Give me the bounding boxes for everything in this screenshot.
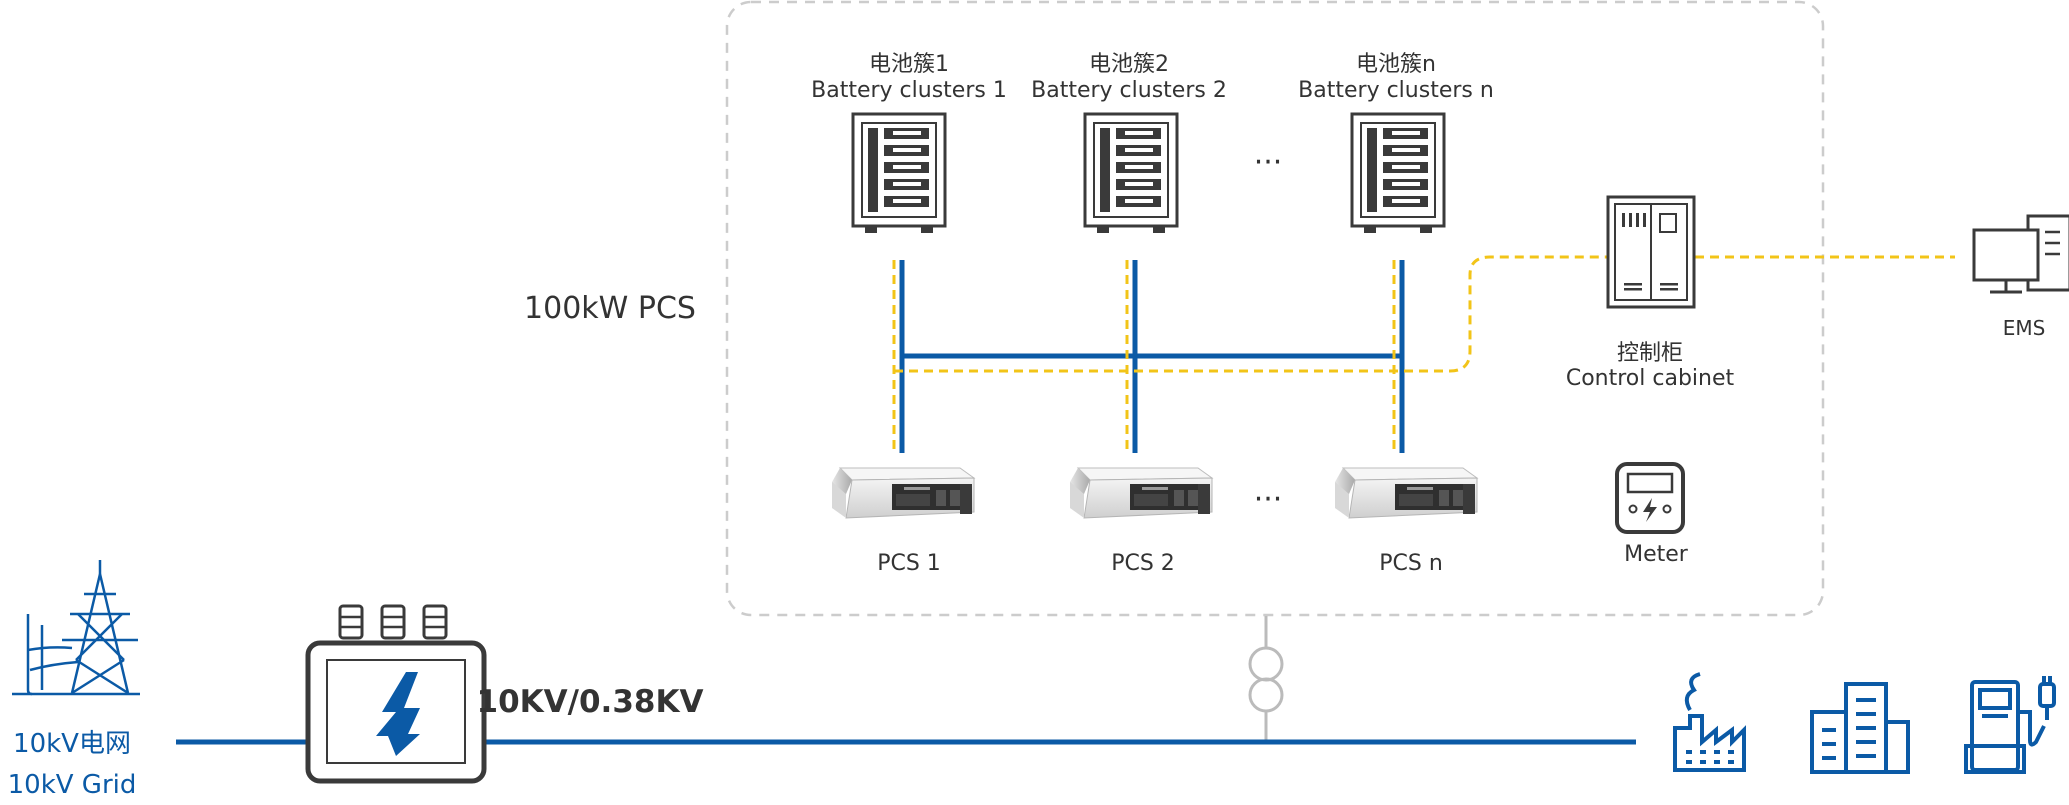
factory-icon [1673, 672, 1746, 772]
computer-icon [1972, 214, 2069, 294]
ev-charger-icon [1964, 676, 2056, 774]
building-icon [1810, 682, 1910, 774]
control-cabinet-icon [1606, 195, 1696, 309]
cluster-ellipsis: ··· [1254, 145, 1283, 180]
transmission-tower-icon [12, 560, 140, 696]
pcs-ellipsis: ··· [1254, 482, 1283, 517]
pcs-1-label: PCS 1 [877, 551, 941, 576]
communication-lines [892, 255, 1955, 453]
battery-rack-icon [1350, 112, 1446, 235]
grid-cn-label: 10kV电网 [13, 729, 131, 759]
battery-rack-icon [851, 112, 947, 235]
ems-label: EMS [2003, 316, 2046, 340]
pcs-unit-icon [1069, 467, 1213, 519]
cluster-1-en-label: Battery clusters 1 [811, 78, 1007, 103]
pcs-rating-label: 100kW PCS [524, 291, 696, 326]
cluster-n-cn-label: 电池簇n [1356, 52, 1436, 77]
cluster-1-cn-label: 电池簇1 [869, 52, 949, 77]
battery-rack-icon [1083, 112, 1179, 235]
pcs-2-label: PCS 2 [1111, 551, 1175, 576]
meter-icon [1615, 462, 1685, 534]
cluster-n-en-label: Battery clusters n [1298, 78, 1494, 103]
control-cabinet-en-label: Control cabinet [1566, 366, 1735, 391]
cluster-2-en-label: Battery clusters 2 [1031, 78, 1227, 103]
system-boundary-frame [725, 0, 1825, 617]
control-cabinet-cn-label: 控制柜 [1617, 341, 1683, 366]
cluster-2-cn-label: 电池簇2 [1089, 52, 1169, 77]
pcs-unit-icon [1334, 467, 1478, 519]
grid-en-label: 10kV Grid [8, 770, 137, 800]
pcs-n-label: PCS n [1379, 551, 1443, 576]
pcs-unit-icon [831, 467, 975, 519]
transformer-icon [305, 604, 487, 784]
voltage-label: 10KV/0.38KV [477, 684, 704, 720]
meter-label: Meter [1624, 542, 1689, 567]
transformer-link [1248, 616, 1284, 742]
